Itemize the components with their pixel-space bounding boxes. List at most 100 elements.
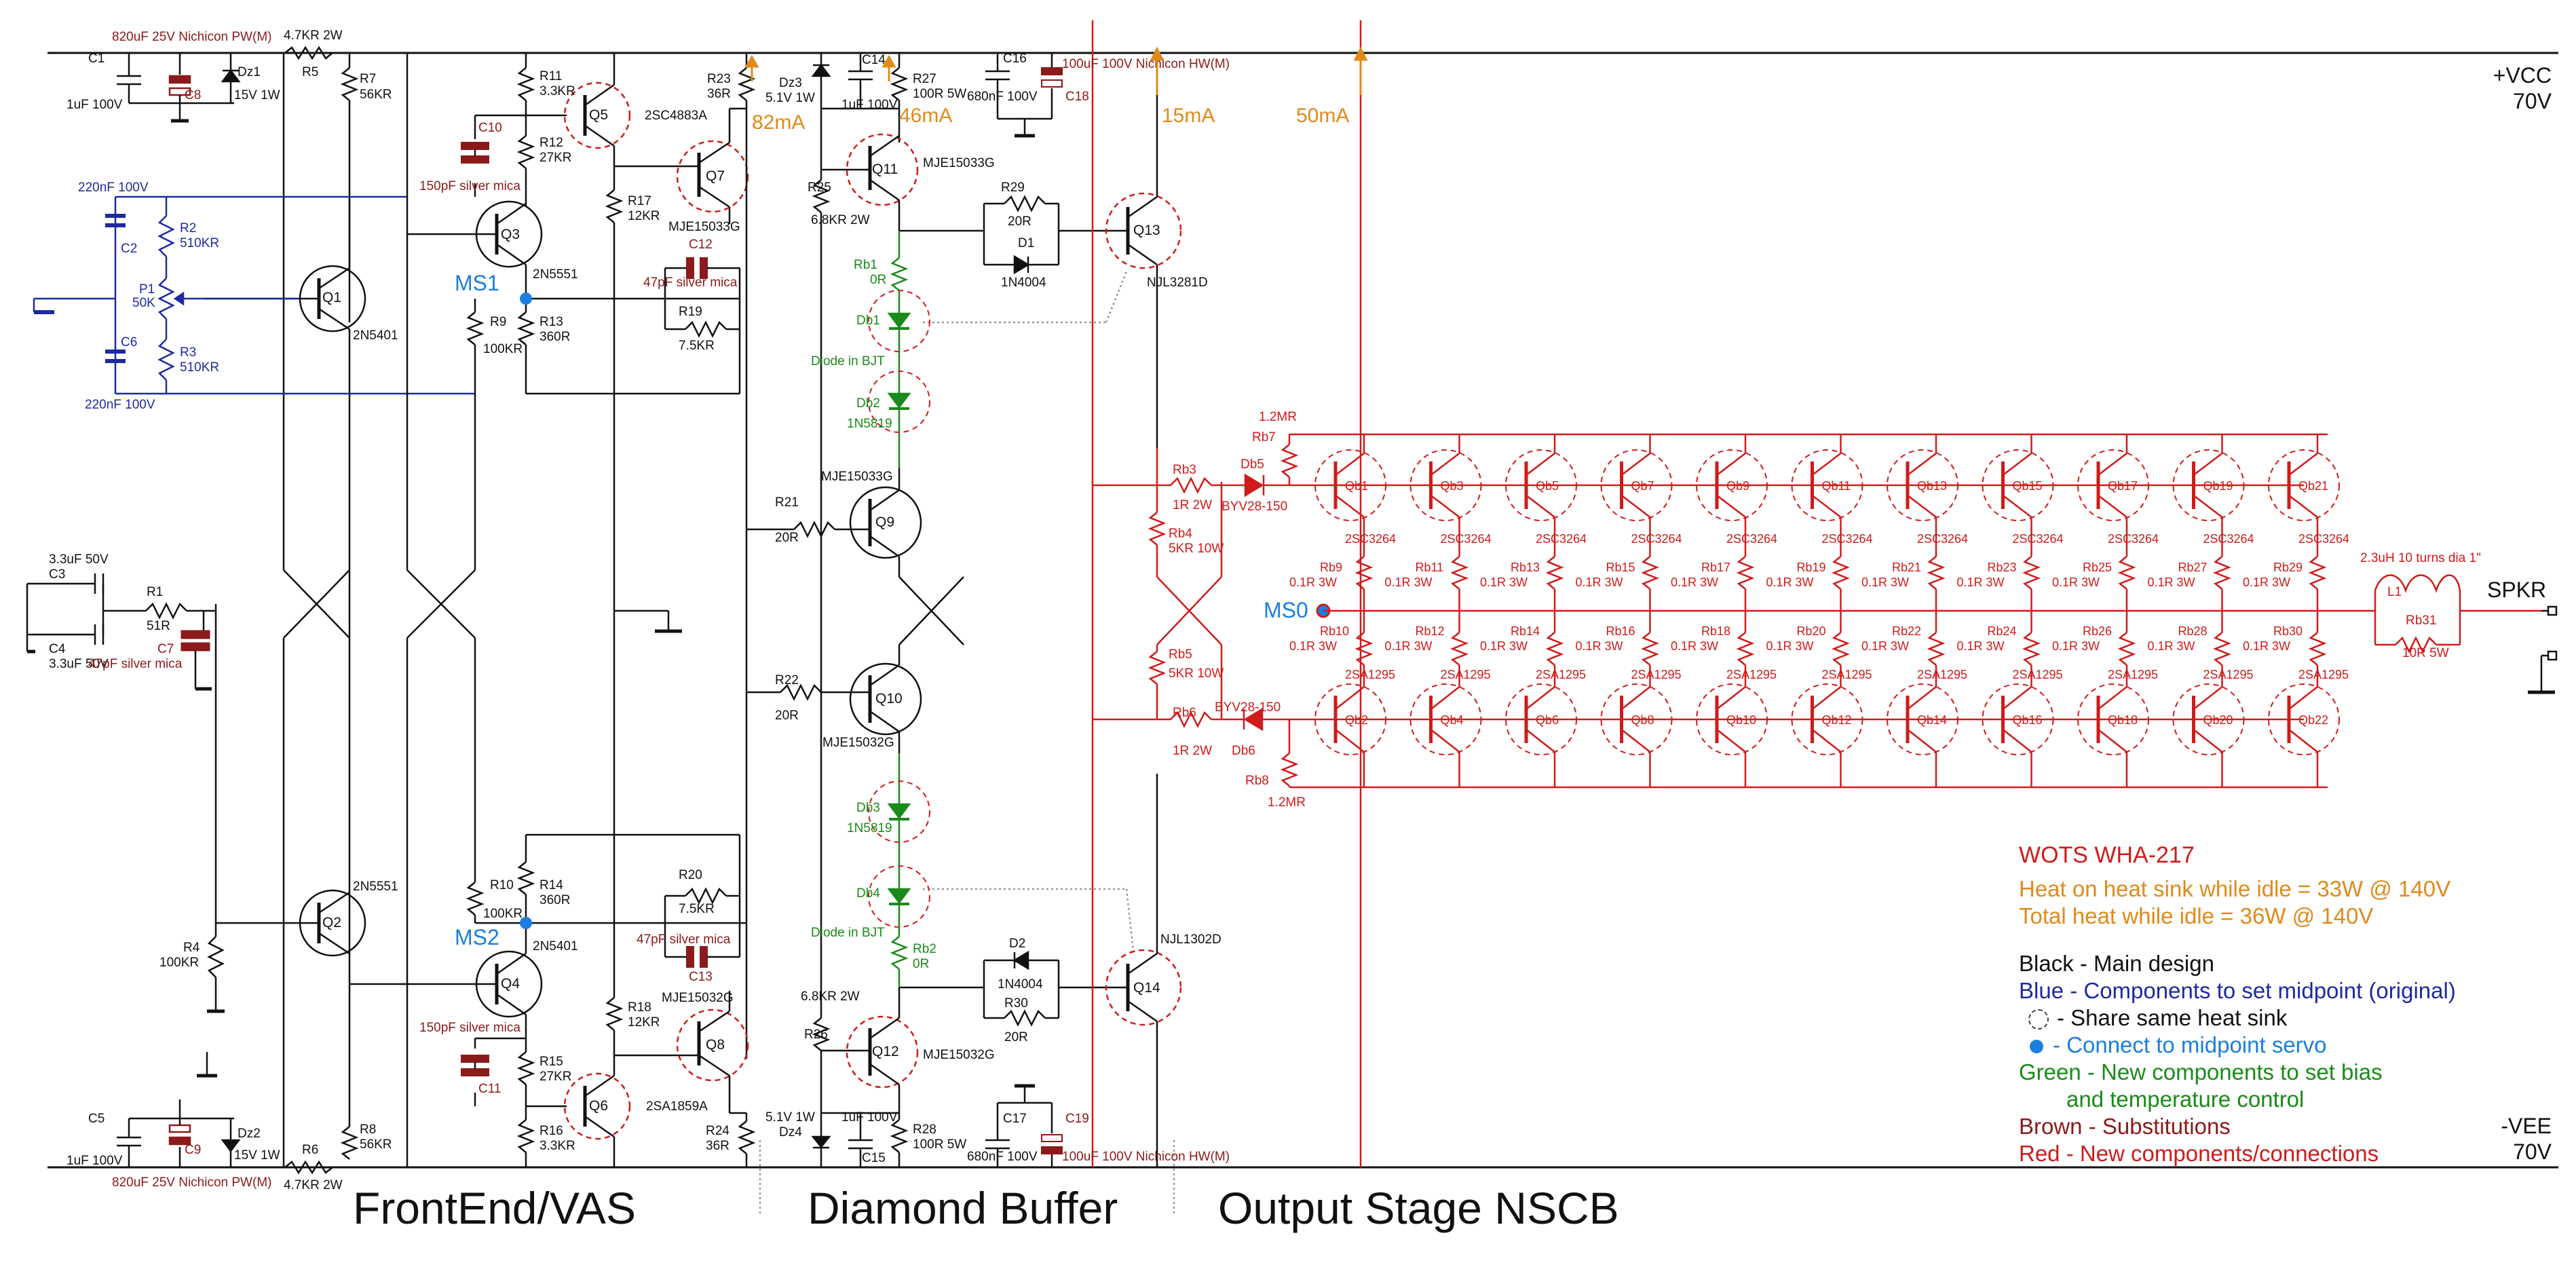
- legend-green1: Green - New components to set bias: [2019, 1059, 2383, 1085]
- c14-label: C14: [862, 53, 886, 67]
- r25-label: R25: [808, 181, 831, 195]
- c10-spec: 150pF silver mica: [419, 179, 520, 193]
- dib1-label: Diode in BJT: [811, 354, 885, 369]
- r27-value: 100R 5W: [913, 87, 966, 101]
- r22-label: R22: [775, 673, 799, 687]
- output-npn-type: 2SC3264: [1536, 532, 1587, 546]
- output-emitter-resistor-value: 0.1R 3W: [1576, 639, 1623, 653]
- ms0-label: MS0: [1264, 598, 1308, 622]
- output-emitter-resistor-value: 0.1R 3W: [1671, 576, 1718, 589]
- q9-type: MJE15033G: [821, 470, 893, 484]
- output-emitter-resistor-value: 0.1R 3W: [1480, 576, 1528, 589]
- c18-spec: 100uF 100V Nichicon HW(M): [1062, 57, 1230, 71]
- output-pnp-label: Qb16: [2013, 713, 2043, 727]
- output-emitter-resistor-label: Rb25: [2083, 561, 2112, 574]
- r29-value: 20R: [1008, 214, 1031, 229]
- servo-dot-icon: [2030, 1040, 2043, 1054]
- output-wiring: [1091, 20, 2541, 1167]
- c3-label: C3: [49, 567, 65, 582]
- legend: WOTS WHA-217 Heat on heat sink while idl…: [2019, 840, 2456, 1167]
- rb1-value: 0R: [870, 273, 886, 287]
- q2-type: 2N5551: [353, 880, 398, 894]
- c9-spec: 820uF 25V Nichicon PW(M): [112, 1175, 271, 1190]
- c1-value: 1uF 100V: [67, 98, 123, 112]
- output-emitter-resistor-value: 0.1R 3W: [2148, 576, 2195, 589]
- rb1-label: Rb1: [854, 258, 877, 272]
- output-pnp-type: 2SA1295: [1631, 668, 1682, 681]
- r12-value: 27KR: [539, 151, 572, 165]
- q13-label: Q13: [1133, 223, 1160, 238]
- q9-label: Q9: [875, 514, 894, 530]
- r20-value: 7.5KR: [679, 902, 715, 916]
- rb3-label: Rb3: [1173, 463, 1196, 477]
- q1-type: 2N5401: [353, 328, 398, 343]
- output-emitter-resistor-label: Rb29: [2273, 561, 2303, 574]
- legend-title: WOTS WHA-217: [2019, 842, 2195, 868]
- output-emitter-resistor-label: Rb18: [1701, 624, 1730, 638]
- section-diamond-title: Diamond Buffer: [808, 1183, 1118, 1233]
- output-emitter-resistor-value: 0.1R 3W: [1766, 576, 1814, 589]
- heat-sink-circle-icon: [2028, 1009, 2049, 1030]
- rb2-label: Rb2: [913, 942, 936, 956]
- legend-blue: Blue - Components to set midpoint (origi…: [2019, 978, 2456, 1003]
- db3-label: Db3: [856, 801, 880, 815]
- r23-label: R23: [707, 72, 731, 86]
- r26-label: R26: [804, 1028, 828, 1042]
- r13-label: R13: [539, 315, 563, 329]
- dz3-label: Dz3: [779, 76, 802, 90]
- r14-label: R14: [539, 878, 563, 892]
- output-npn-label: Qb17: [2108, 479, 2138, 493]
- current-46ma: 46mA: [899, 105, 952, 127]
- r28-value: 100R 5W: [913, 1137, 966, 1152]
- q10-label: Q10: [875, 691, 903, 706]
- rb5-label: Rb5: [1169, 647, 1192, 662]
- output-emitter-resistor-label: Rb20: [1797, 624, 1826, 638]
- output-emitter-resistor-label: Rb22: [1892, 624, 1921, 638]
- current-50ma: 50mA: [1296, 105, 1349, 127]
- db5-type: BYV28-150: [1221, 499, 1287, 514]
- c11-spec: 150pF silver mica: [419, 1021, 520, 1035]
- q4-type: 2N5401: [533, 939, 578, 954]
- r16-label: R16: [539, 1124, 563, 1138]
- output-emitter-resistor-label: Rb14: [1511, 624, 1540, 638]
- c17-value: 680nF 100V: [967, 1150, 1038, 1164]
- q5-type: 2SC4883A: [645, 109, 707, 123]
- output-emitter-resistor-label: Rb13: [1511, 561, 1540, 574]
- r1-value: 51R: [147, 619, 170, 633]
- output-npn-type: 2SC3264: [1917, 532, 1968, 546]
- output-emitter-resistor-label: Rb10: [1320, 624, 1349, 638]
- c18-label: C18: [1065, 90, 1089, 104]
- ms2-label: MS2: [455, 925, 499, 949]
- output-emitter-resistor-value: 0.1R 3W: [1766, 639, 1814, 653]
- q6-label: Q6: [589, 1098, 608, 1114]
- r17-value: 12KR: [628, 209, 660, 223]
- section-output-title: Output Stage NSCB: [1218, 1183, 1619, 1233]
- output-npn-type: 2SC3264: [1441, 532, 1492, 546]
- output-pnp-type: 2SA1295: [1441, 668, 1491, 681]
- c5-label: C5: [88, 1112, 105, 1126]
- output-emitter-resistor-value: 0.1R 3W: [2243, 639, 2290, 653]
- r10-label: R10: [490, 878, 514, 892]
- output-npn-type: 2SC3264: [1726, 532, 1777, 546]
- legend-heat-idle: Heat on heat sink while idle = 33W @ 140…: [2019, 876, 2451, 901]
- output-emitter-resistor-value: 0.1R 3W: [2052, 576, 2100, 589]
- output-pnp-label: Qb4: [1441, 713, 1464, 727]
- output-pnp-label: Qb2: [1345, 713, 1368, 727]
- legend-black: Black - Main design: [2019, 951, 2214, 976]
- r15-label: R15: [539, 1055, 563, 1069]
- r14-value: 360R: [539, 893, 570, 907]
- c16-label: C16: [1003, 52, 1027, 66]
- ms2-dot: [520, 917, 532, 929]
- output-emitter-resistor-label: Rb16: [1606, 624, 1635, 638]
- r7-label: R7: [360, 72, 376, 86]
- c19-spec: 100uF 100V Nichicon HW(M): [1062, 1150, 1230, 1164]
- c7-label: C7: [157, 642, 174, 656]
- r18-value: 12KR: [628, 1015, 660, 1030]
- r2-label: R2: [180, 221, 196, 235]
